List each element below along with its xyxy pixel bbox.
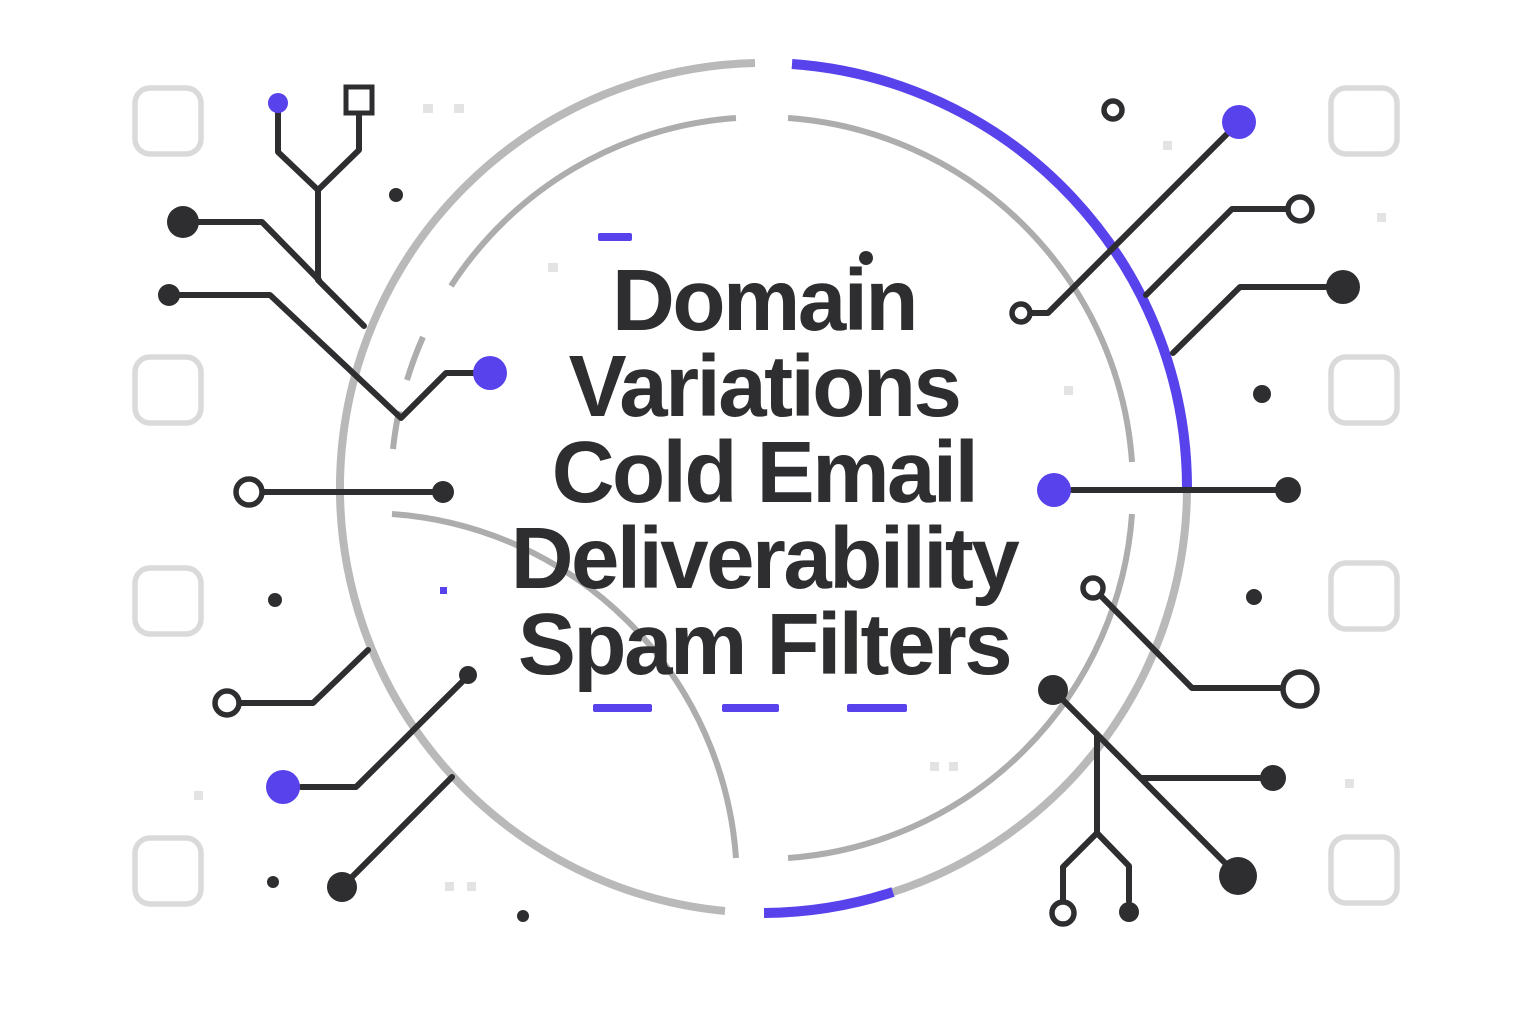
circuit-line: [339, 774, 455, 890]
accent-dashes: [593, 233, 907, 712]
circuit-bottom-right: [1038, 575, 1320, 927]
pixel-square: [1064, 386, 1073, 395]
circuit-line: [1097, 592, 1283, 691]
pixel-square: [467, 882, 476, 891]
purple-node-dot: [266, 770, 300, 804]
black-node-dot: [1038, 675, 1068, 705]
accent-dash-bottom: [847, 704, 907, 712]
open-ring-node: [1280, 669, 1320, 709]
circuit-line: [298, 674, 470, 790]
outer-ring-gray-right-arc: [891, 487, 1191, 896]
square-node: [343, 84, 375, 116]
pixel-square: [194, 791, 203, 800]
open-ring-node: [1009, 301, 1033, 325]
scatter-dot: [268, 593, 282, 607]
open-ring-node: [1101, 98, 1125, 122]
black-node-dot: [167, 206, 199, 238]
pixel-squares: [194, 104, 1386, 891]
circuit-line: [1028, 126, 1235, 316]
black-node-dot: [1260, 765, 1286, 791]
pixel-square: [949, 762, 958, 771]
pixel-square: [1377, 213, 1386, 222]
circuit-bottom-left: [212, 647, 477, 902]
open-ring-node: [233, 476, 265, 508]
right-square-3: [1328, 560, 1400, 632]
right-square-2: [1328, 354, 1400, 426]
circuit-line: [1143, 206, 1290, 298]
black-node-dot: [459, 666, 477, 684]
circuit-line: [275, 109, 367, 329]
scatter-dot: [859, 251, 873, 265]
outer-ring: [336, 59, 1192, 918]
pixel-square-purple: [440, 587, 447, 594]
inner-ring-nw-dash: [404, 335, 426, 381]
inner-ring-nw-stub: [390, 410, 402, 450]
accent-dash-top: [598, 233, 632, 241]
purple-node-dot: [268, 93, 288, 113]
scatter-dot: [267, 876, 279, 888]
open-ring-node: [1080, 575, 1106, 601]
purple-node-dot: [473, 356, 507, 390]
outer-ring-purple-bottom-arc: [763, 887, 895, 918]
inner-ring: [390, 115, 1135, 861]
circuit-right-middle: [1037, 473, 1301, 507]
open-ring-node: [212, 688, 242, 718]
purple-node-dot: [1037, 473, 1071, 507]
pixel-square: [930, 762, 939, 771]
scatter-dot: [1253, 385, 1271, 403]
purple-node-dot: [1222, 105, 1256, 139]
pixel-square: [1163, 141, 1172, 150]
pixel-square: [445, 882, 454, 891]
black-node-dot: [1219, 857, 1257, 895]
circuit-line: [1170, 284, 1329, 356]
circuit-top-right: [1009, 105, 1360, 356]
inner-ring-se-arc: [787, 513, 1135, 861]
left-square-2: [132, 354, 204, 426]
scatter-dot: [389, 188, 403, 202]
left-square-1: [132, 85, 204, 157]
pixel-square: [423, 104, 433, 113]
scatter-dots: [267, 98, 1271, 922]
outer-ring-purple-top-right-arc: [791, 59, 1192, 489]
black-node-dot: [432, 481, 454, 503]
accent-dash-bottom: [593, 704, 652, 712]
black-node-dot: [1275, 477, 1301, 503]
outer-ring-gray-left-arc: [336, 59, 756, 915]
black-node-dot: [1119, 902, 1139, 922]
circuit-line: [1050, 687, 1241, 879]
circuit-line: [237, 647, 371, 706]
accent-dash-bottom: [722, 704, 779, 712]
left-square-4: [132, 835, 204, 907]
inner-ring-nw-arc: [448, 115, 737, 288]
open-ring-node: [1285, 194, 1315, 224]
left-square-3: [132, 565, 204, 637]
right-square-4: [1328, 834, 1400, 906]
edge-squares: [132, 85, 1400, 907]
black-node-dot: [327, 872, 357, 902]
pixel-square: [548, 263, 558, 272]
pixel-square: [1345, 779, 1354, 788]
circuit-line: [177, 292, 477, 421]
circuit-left-middle: [233, 476, 454, 508]
black-node-dot: [1326, 270, 1360, 304]
inner-ring-ne-arc: [787, 115, 1135, 463]
circuit-top-left: [158, 84, 507, 421]
scatter-dot: [517, 910, 529, 922]
right-square-1: [1328, 85, 1400, 157]
inner-ring-sw-arc: [391, 511, 739, 859]
scatter-dot: [1246, 589, 1262, 605]
circuit-line: [1060, 731, 1132, 904]
black-node-dot: [158, 284, 180, 306]
open-ring-node: [1049, 899, 1077, 927]
circuit-line: [194, 219, 322, 283]
pixel-square: [454, 104, 464, 113]
